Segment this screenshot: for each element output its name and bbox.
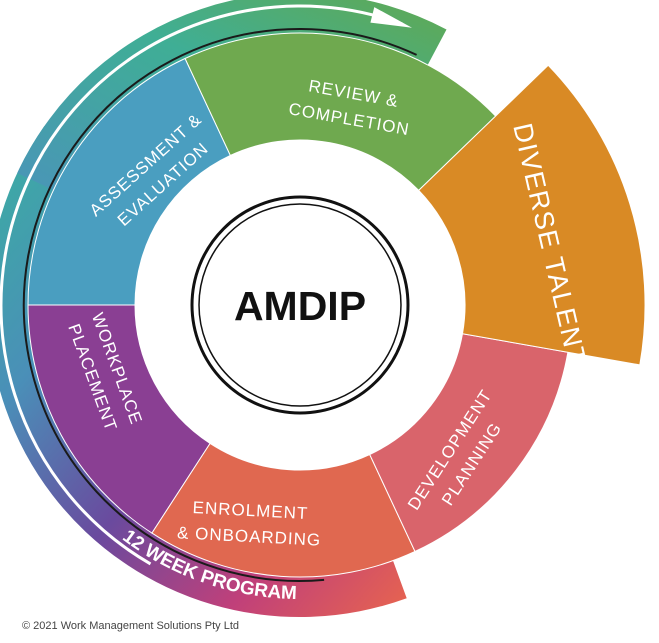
stage-segment-assessment	[27, 57, 231, 306]
stage-segment-review	[184, 32, 497, 192]
stage-segment-workplace	[27, 304, 211, 534]
outer-program-band	[0, 126, 407, 617]
stage-segment-development	[369, 333, 569, 553]
center-hub-inner	[198, 203, 402, 407]
outer-program-band-top	[17, 0, 447, 191]
ring-outline	[22, 27, 418, 582]
center-title: AMDIP	[234, 283, 366, 329]
copyright-notice: © 2021 Work Management Solutions Pty Ltd	[22, 620, 240, 632]
program-progress-arc	[0, 4, 403, 566]
diverse-talent-wedge	[417, 64, 646, 366]
center-hub-outer	[190, 195, 410, 415]
arrow-head-icon	[370, 7, 412, 28]
stage-segment-enrolment	[151, 442, 416, 578]
